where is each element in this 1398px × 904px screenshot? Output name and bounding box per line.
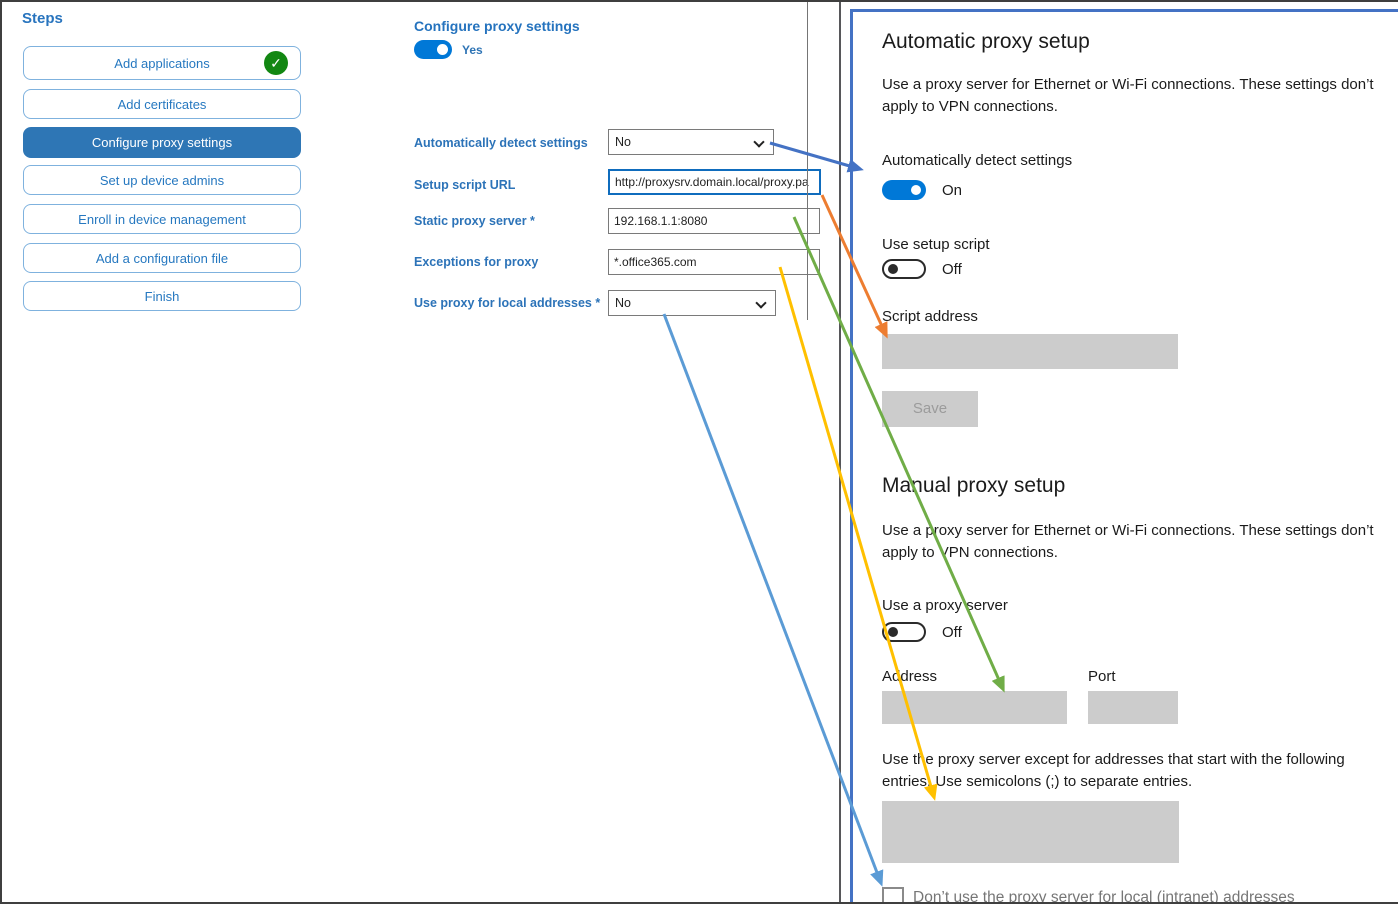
sidebar-item-add-a-configuration-file[interactable]: Add a configuration file [23,243,301,273]
dropdown-value: No [615,135,631,149]
intranet-checkbox[interactable] [882,887,904,902]
vertical-divider [839,2,841,902]
proxy-exceptions-description: Use the proxy server except for addresse… [882,751,1345,790]
toggle-knob [888,264,898,274]
manual-proxy-description: Use a proxy server for Ethernet or Wi-Fi… [882,522,1374,561]
arrow-local-addresses [662,313,884,887]
sidebar-item-set-up-device-admins[interactable]: Set up device admins [23,165,301,195]
windows-proxy-settings-panel: Automatic proxy setup Use a proxy server… [850,9,1398,904]
sidebar-item-configure-proxy-settings[interactable]: Configure proxy settings [23,127,301,158]
use-proxy-server-label: Use a proxy server [882,597,1008,614]
configure-proxy-toggle-state: Yes [462,43,483,57]
field-label-automatically-detect-settings: Automatically detect settings [414,136,588,150]
automatic-proxy-setup-heading: Automatic proxy setup [882,30,1090,53]
step-label: Configure proxy settings [91,135,233,150]
chevron-down-icon [753,136,765,148]
manual-exceptions-box[interactable] [882,801,1179,863]
toggle-knob [437,44,448,55]
use-setup-script-toggle[interactable] [882,259,926,279]
step-label: Add a configuration file [95,250,229,266]
step-label: Finish [144,288,180,304]
sidebar-item-finish[interactable]: Finish [23,281,301,311]
use-proxy-local-addresses-dropdown[interactable]: No [608,290,776,316]
toggle-knob [888,627,898,637]
manual-port-box[interactable] [1088,691,1178,724]
script-address-label: Script address [882,308,978,325]
step-label: Enroll in device management [78,211,246,227]
steps-heading: Steps [22,10,63,27]
check-circle-icon: ✓ [264,51,288,75]
sidebar-item-add-certificates[interactable]: Add certificates [23,89,301,119]
automatic-proxy-description: Use a proxy server for Ethernet or Wi-Fi… [882,76,1374,115]
sidebar-item-add-applications[interactable]: Add applications ✓ [23,46,301,80]
port-label: Port [1088,668,1116,685]
field-label-use-proxy-for-local-addresses: Use proxy for local addresses * [414,296,601,310]
static-proxy-server-input[interactable] [608,208,820,234]
step-label: Add certificates [117,96,207,112]
dropdown-value: No [615,296,631,310]
field-label-static-proxy-server: Static proxy server * [414,214,535,228]
configure-proxy-toggle[interactable] [414,40,452,59]
sidebar-item-enroll-in-device-management[interactable]: Enroll in device management [23,204,301,234]
setup-script-url-input[interactable] [608,169,821,195]
use-proxy-server-toggle[interactable] [882,622,926,642]
automatically-detect-settings-toggle[interactable] [882,180,926,200]
arrow-detect-settings [769,141,864,173]
manual-proxy-setup-heading: Manual proxy setup [882,474,1066,497]
toggle-knob [911,185,921,195]
proxy-server-toggle-state: Off [942,624,962,641]
wizard-pane-edge [807,2,808,320]
address-label: Address [882,668,938,685]
manual-address-box[interactable] [882,691,1067,724]
save-button[interactable]: Save [882,391,978,427]
detect-settings-label: Automatically detect settings [882,152,1073,169]
script-address-box[interactable] [882,334,1178,369]
field-label-setup-script-url: Setup script URL [414,178,516,192]
step-label: Add applications [114,55,210,71]
setup-script-toggle-state: Off [942,261,962,278]
automatically-detect-settings-dropdown[interactable]: No [608,129,774,155]
chevron-down-icon [755,297,767,309]
detect-toggle-state: On [942,182,963,199]
intranet-checkbox-label: Don’t use the proxy server for local (in… [913,889,1295,904]
step-label: Set up device admins [99,172,225,188]
use-setup-script-label: Use setup script [882,236,990,253]
page-title: Configure proxy settings [414,18,580,34]
exceptions-for-proxy-input[interactable] [608,249,820,275]
field-label-exceptions-for-proxy: Exceptions for proxy [414,255,539,269]
